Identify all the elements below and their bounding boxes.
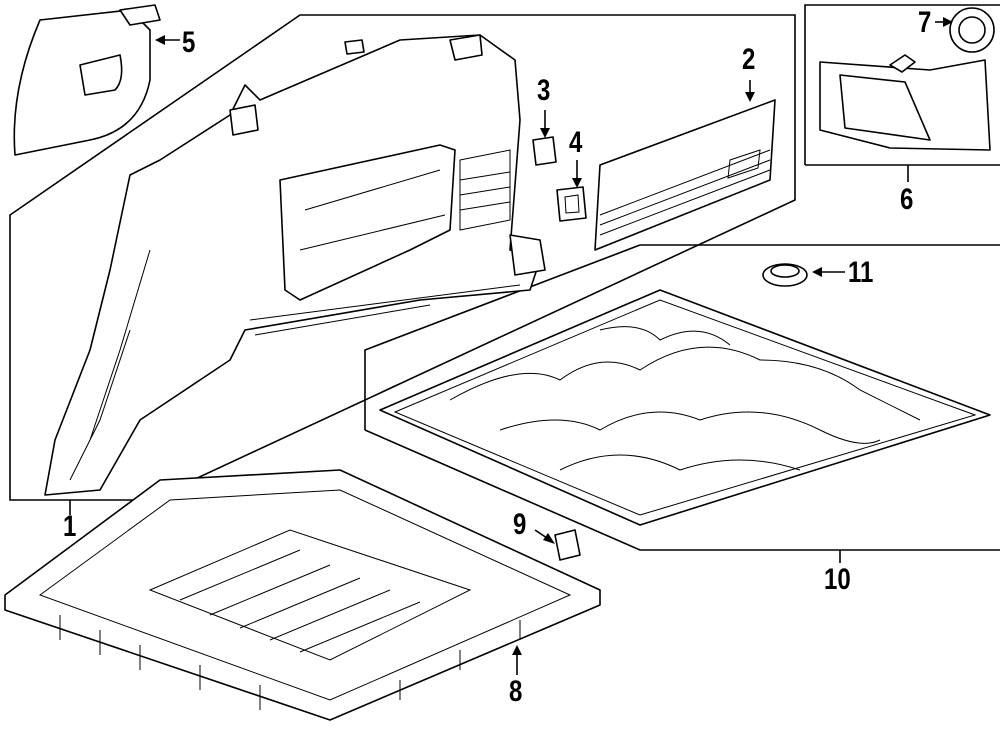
callout-4: 4 <box>569 126 583 159</box>
callout-2: 2 <box>742 43 756 76</box>
part-7-grommet <box>949 7 995 53</box>
callout-3: 3 <box>537 74 551 107</box>
part-4-clip <box>556 186 587 222</box>
callout-9: 9 <box>513 508 527 541</box>
callout-8: 8 <box>509 675 523 708</box>
callout-6: 6 <box>900 183 914 216</box>
callout-11: 11 <box>848 256 874 289</box>
callout-5: 5 <box>182 26 196 59</box>
callout-7: 7 <box>918 6 932 39</box>
group-box-10 <box>364 244 1000 430</box>
part-9-clip <box>554 529 581 561</box>
part-3-clip <box>532 136 557 166</box>
part-8-floor-tray <box>4 469 601 721</box>
group-box-6 <box>804 4 1000 165</box>
part-2-panel <box>594 99 776 251</box>
group-box-10-lower <box>364 429 1000 551</box>
part-1-quarter-trim <box>44 34 546 496</box>
part-6-cover <box>819 54 991 151</box>
leader-lines <box>69 17 953 675</box>
part-11-plug <box>762 263 808 287</box>
callout-10: 10 <box>824 563 851 596</box>
group-box-1 <box>9 14 796 501</box>
part-10-floor-mat <box>379 289 991 526</box>
callout-1: 1 <box>63 510 77 543</box>
part-5-trim <box>13 4 161 156</box>
